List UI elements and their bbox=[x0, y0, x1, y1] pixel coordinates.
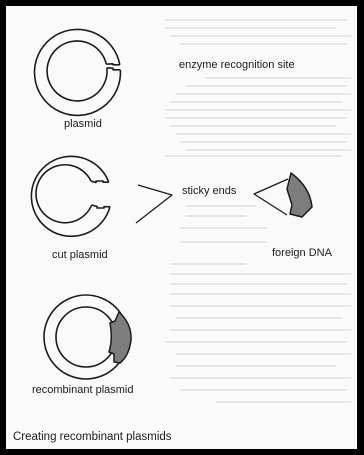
cut-plasmid-label: cut plasmid bbox=[52, 250, 108, 261]
figure-caption: Creating recombinant plasmids bbox=[13, 432, 172, 444]
foreign-dna-label: foreign DNA bbox=[272, 248, 332, 259]
cut-plasmid-icon bbox=[31, 156, 110, 236]
inserted-dna-segment bbox=[109, 312, 131, 363]
recombinant-plasmid-label: recombinant plasmid bbox=[32, 385, 134, 396]
plasmid-icon bbox=[34, 29, 120, 115]
diagram-art bbox=[6, 6, 357, 449]
sticky-ends-label: sticky ends bbox=[182, 186, 236, 197]
enzyme-site-label: enzyme recognition site bbox=[179, 60, 295, 71]
diagram-panel: plasmid enzyme recognition site cut plas… bbox=[6, 6, 357, 449]
plasmid-label: plasmid bbox=[64, 119, 102, 130]
foreign-dna-fragment bbox=[287, 173, 312, 217]
